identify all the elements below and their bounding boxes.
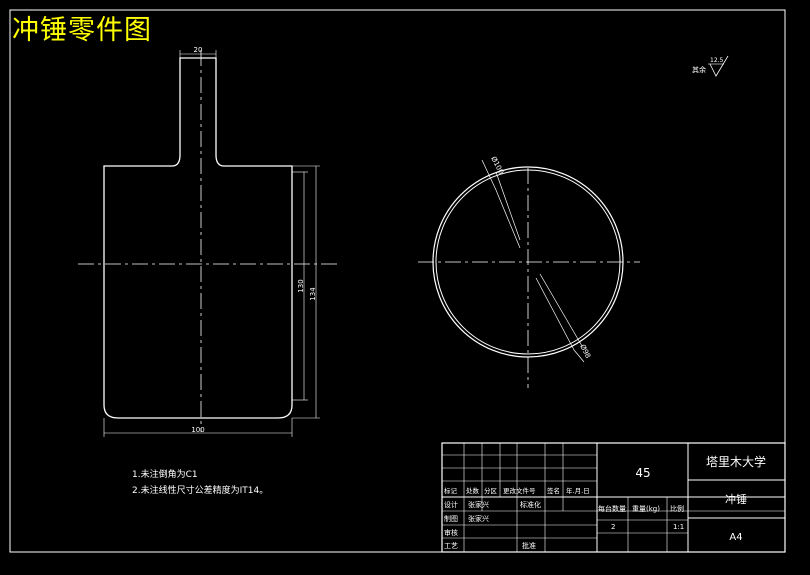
scale-header: 比例 bbox=[670, 504, 684, 513]
surface-finish-label: 其余 bbox=[692, 65, 706, 74]
circle-dim-upper: Ø100 bbox=[489, 155, 505, 175]
weight-header: 重量(kg) bbox=[632, 505, 660, 513]
row-label-process: 工艺 bbox=[444, 542, 458, 550]
header-label-count: 处数 bbox=[466, 486, 480, 495]
header-label-change-doc: 更改文件号 bbox=[503, 486, 536, 495]
header-label-signature: 签名 bbox=[547, 486, 560, 495]
surface-finish-value: 12.5 bbox=[710, 57, 724, 64]
row-label-design: 设计 bbox=[444, 500, 458, 509]
outer-height-dim: 134 bbox=[309, 287, 317, 301]
front-view: 20 100 130 134 bbox=[78, 46, 338, 437]
designer-name: 张家兴 bbox=[468, 500, 489, 509]
organization-name: 塔里木大学 bbox=[706, 454, 766, 469]
row-label-drafting: 制图 bbox=[444, 514, 458, 523]
header-label-date: 年.月.日 bbox=[566, 486, 590, 495]
note-1: 1.未注倒角为C1 bbox=[132, 468, 198, 480]
drafter-name: 张家兴 bbox=[468, 514, 489, 523]
scale-value: 1:1 bbox=[673, 523, 684, 531]
page-title: 冲锤零件图 bbox=[12, 15, 152, 46]
note-2: 2.未注线性尺寸公差精度为IT14。 bbox=[132, 484, 268, 496]
approval-label: 批准 bbox=[522, 541, 536, 550]
surface-finish-symbol: 其余 12.5 bbox=[692, 55, 729, 77]
quantity-header: 每台数量 bbox=[598, 504, 626, 513]
title-block-text: 45 塔里木大学 冲锤 A4 标记 处数 分区 更改文件号 签名 年.月.日 设… bbox=[444, 454, 766, 550]
quantity-value: 2 bbox=[611, 523, 615, 531]
row-label-review: 审核 bbox=[444, 528, 458, 537]
part-name: 冲锤 bbox=[725, 492, 747, 506]
inner-height-dim: 130 bbox=[297, 279, 305, 292]
body-width-dim: 100 bbox=[191, 426, 204, 434]
header-label-zone: 分区 bbox=[484, 486, 498, 495]
upper-dim-leader bbox=[495, 189, 521, 249]
standardization-label: 标准化 bbox=[520, 500, 541, 509]
header-label-mark: 标记 bbox=[444, 486, 458, 495]
material-value: 45 bbox=[635, 466, 650, 480]
roughness-icon bbox=[709, 55, 729, 77]
drawing-border bbox=[9, 9, 786, 553]
sheet-size: A4 bbox=[729, 532, 742, 543]
part-outline bbox=[103, 57, 293, 419]
neck-width-dim: 20 bbox=[194, 46, 203, 54]
top-view: Ø100 Ø98 bbox=[418, 155, 640, 388]
lower-dim-leader bbox=[535, 277, 575, 351]
title-block bbox=[441, 442, 786, 553]
